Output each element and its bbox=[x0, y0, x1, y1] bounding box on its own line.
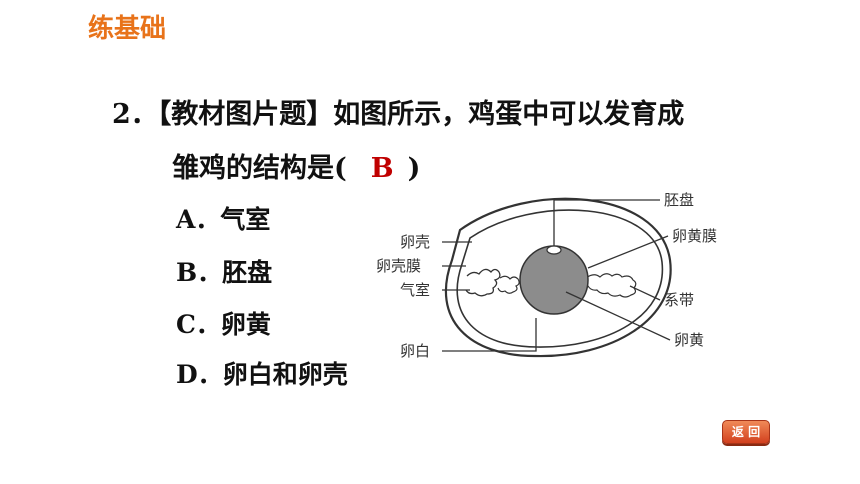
option-b-text: 胚盘 bbox=[222, 258, 273, 287]
chalaza-right bbox=[584, 273, 637, 298]
label-shell: 卵壳 bbox=[400, 233, 430, 251]
question-number: 2． bbox=[112, 99, 158, 130]
option-b: B．胚盘 bbox=[176, 253, 272, 289]
yolk bbox=[519, 245, 589, 315]
option-a-letter: A． bbox=[176, 205, 221, 234]
leader-yolk bbox=[565, 291, 671, 341]
option-c-text: 卵黄 bbox=[220, 310, 271, 339]
label-germinal-disc: 胚盘 bbox=[664, 191, 694, 209]
air-cell bbox=[465, 268, 501, 297]
return-button[interactable]: 返 回 bbox=[722, 420, 770, 444]
chalaza-left bbox=[497, 275, 520, 294]
option-d: D．卵白和卵壳 bbox=[176, 355, 348, 391]
option-c-letter: C． bbox=[176, 310, 221, 339]
question-text-2: 雏鸡的结构是( bbox=[172, 153, 347, 184]
option-a: A．气室 bbox=[176, 200, 270, 236]
label-chalaza: 系带 bbox=[664, 291, 694, 309]
leader-yolk-membrane bbox=[587, 235, 669, 269]
leader-germinal-disc bbox=[553, 199, 660, 246]
label-albumen: 卵白 bbox=[400, 342, 430, 360]
leader-chalaza bbox=[629, 285, 661, 301]
option-d-text: 卵白和卵壳 bbox=[222, 360, 348, 389]
question-text-1: 【教材图片题】如图所示，鸡蛋中可以发育成 bbox=[157, 99, 685, 130]
option-d-letter: D． bbox=[176, 360, 223, 389]
answer-text: B bbox=[370, 153, 394, 184]
label-yolk: 卵黄 bbox=[674, 331, 704, 349]
egg-diagram: 胚盘 卵壳 卵黄膜 卵壳膜 系带 气室 卵黄 卵白 bbox=[376, 191, 717, 360]
question-text-2-end: ) bbox=[407, 153, 421, 184]
question-line-2: 雏鸡的结构是( B) bbox=[172, 146, 420, 185]
label-air-cell: 气室 bbox=[400, 281, 430, 299]
option-b-letter: B． bbox=[176, 258, 223, 287]
option-a-text: 气室 bbox=[220, 205, 271, 234]
label-yolk-membrane: 卵黄膜 bbox=[672, 227, 717, 245]
germinal-disc bbox=[546, 245, 562, 255]
label-shell-membrane: 卵壳膜 bbox=[376, 257, 421, 275]
question-line-1: 2．【教材图片题】如图所示，鸡蛋中可以发育成 bbox=[112, 92, 684, 131]
section-title: 练基础 bbox=[88, 14, 167, 44]
leader-albumen bbox=[442, 318, 537, 352]
option-c: C．卵黄 bbox=[176, 305, 271, 341]
